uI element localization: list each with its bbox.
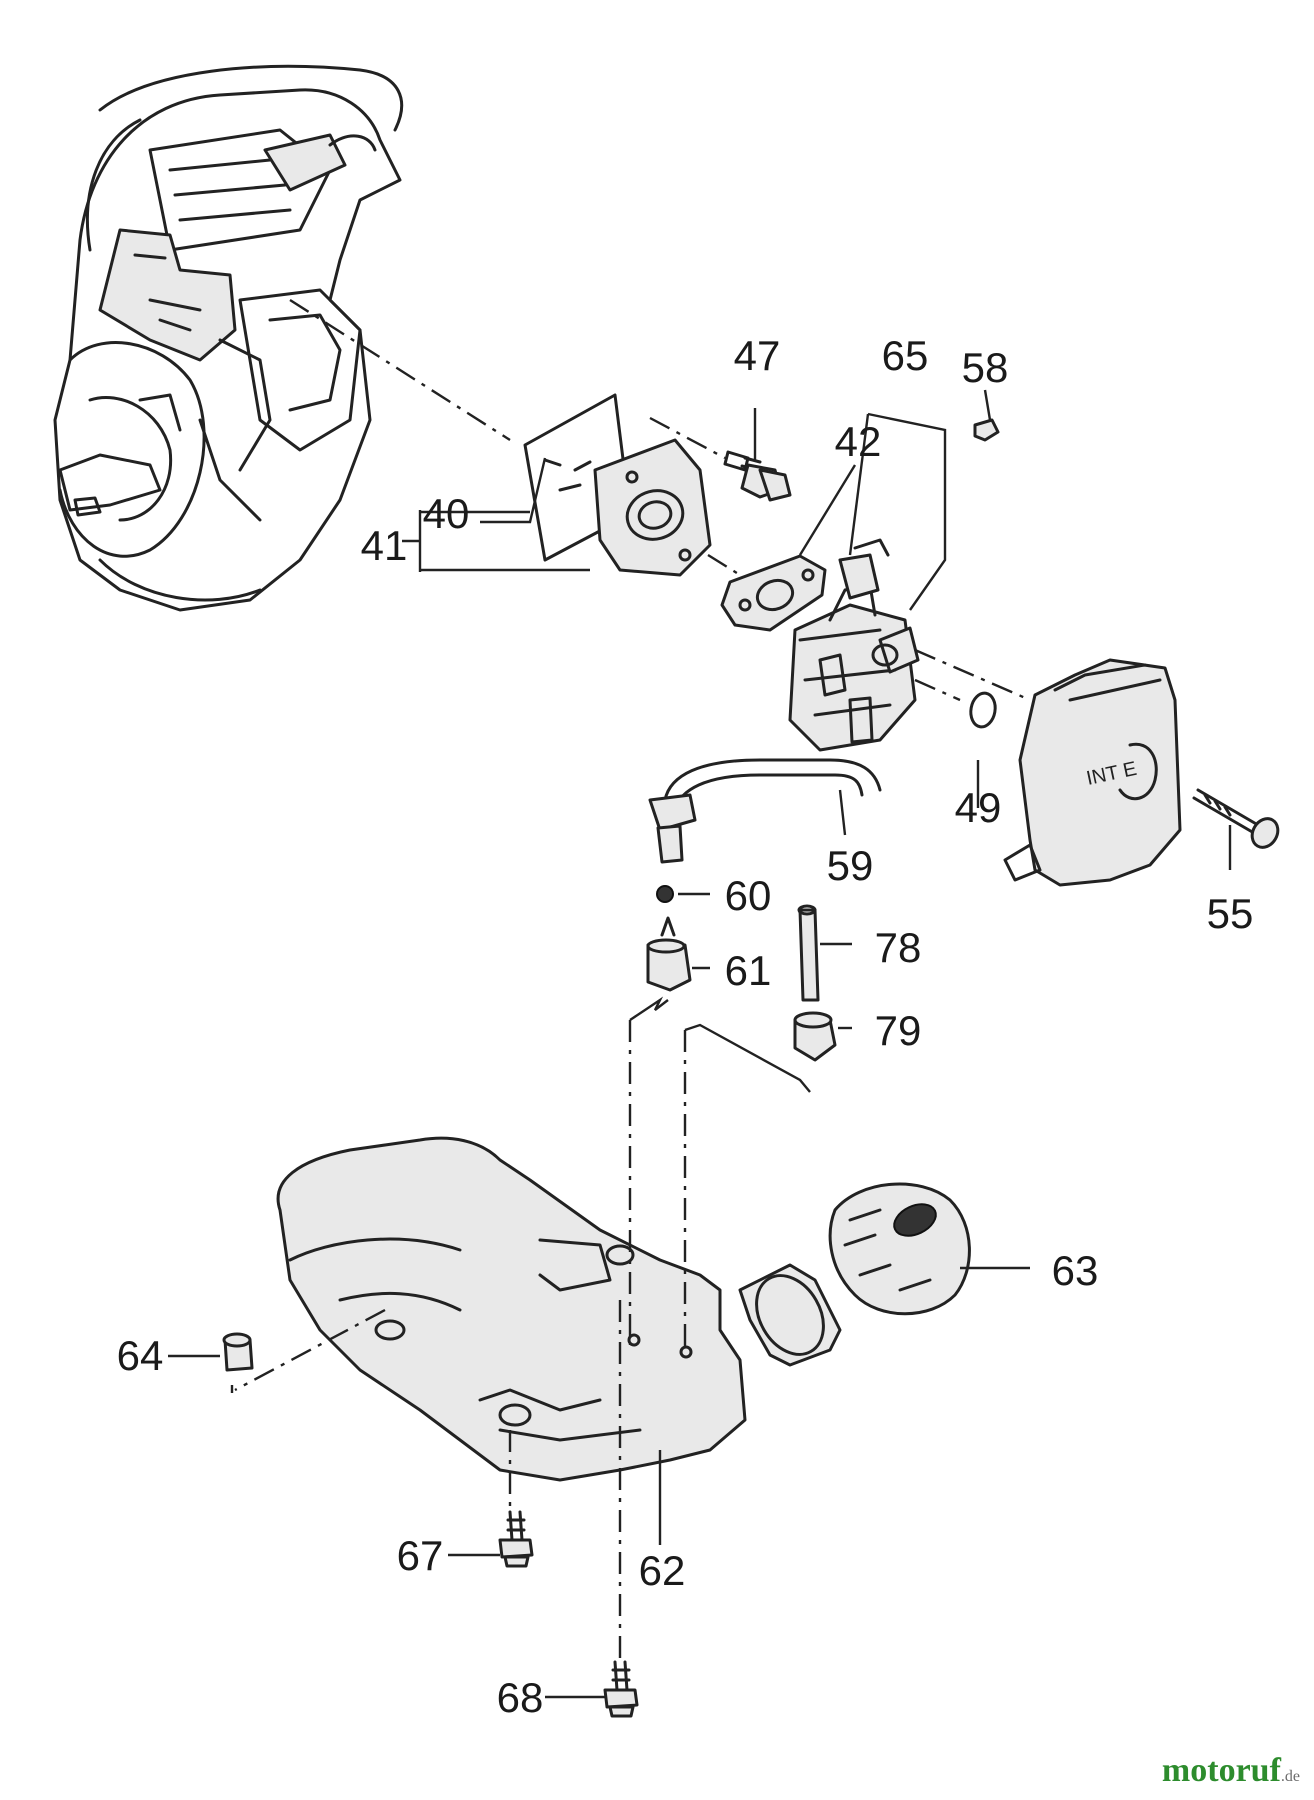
label-47: 47 <box>734 332 781 379</box>
air-cleaner-cover: INT E <box>1003 658 1182 887</box>
tank-cap <box>828 1182 971 1316</box>
label-65: 65 <box>882 332 929 379</box>
bolt-55 <box>1192 788 1280 849</box>
clip-58 <box>973 418 1000 442</box>
fuel-tank <box>276 1136 842 1482</box>
label-55: 55 <box>1207 890 1254 937</box>
collar-64 <box>222 1332 254 1372</box>
label-58: 58 <box>962 344 1009 391</box>
o-ring-49 <box>969 691 997 729</box>
bolt-67 <box>498 1510 534 1568</box>
label-40: 40 <box>423 490 470 537</box>
leader-lines <box>168 389 1232 1699</box>
pipe-78 <box>797 904 820 1002</box>
label-49: 49 <box>955 784 1002 831</box>
watermark-suffix: .de <box>1280 1768 1300 1785</box>
label-42: 42 <box>835 418 882 465</box>
label-79: 79 <box>875 1007 922 1054</box>
part-labels: 40 41 42 47 65 58 49 59 55 60 61 78 79 6… <box>117 332 1254 1721</box>
label-62: 62 <box>639 1547 686 1594</box>
carburetor-gasket <box>720 554 827 632</box>
label-78: 78 <box>875 924 922 971</box>
engine-assembly <box>53 64 404 612</box>
grommet-79 <box>793 1011 837 1062</box>
label-63: 63 <box>1052 1247 1099 1294</box>
assembly-lines <box>230 298 1031 1660</box>
fuel-filter <box>646 916 692 992</box>
bolt-47 <box>723 450 792 502</box>
label-60: 60 <box>725 872 772 919</box>
label-41: 41 <box>361 522 408 569</box>
watermark: motoruf.de <box>1162 1752 1300 1790</box>
label-61: 61 <box>725 947 772 994</box>
fuel-pipe <box>648 758 882 864</box>
label-68: 68 <box>497 1674 544 1721</box>
label-67: 67 <box>397 1532 444 1579</box>
intake-insulator <box>523 393 712 577</box>
bolt-68 <box>603 1660 639 1718</box>
label-64: 64 <box>117 1332 164 1379</box>
watermark-name: motoruf <box>1161 1752 1281 1789</box>
carburetor <box>788 538 920 752</box>
ball-60 <box>656 885 674 903</box>
label-59: 59 <box>827 842 874 889</box>
